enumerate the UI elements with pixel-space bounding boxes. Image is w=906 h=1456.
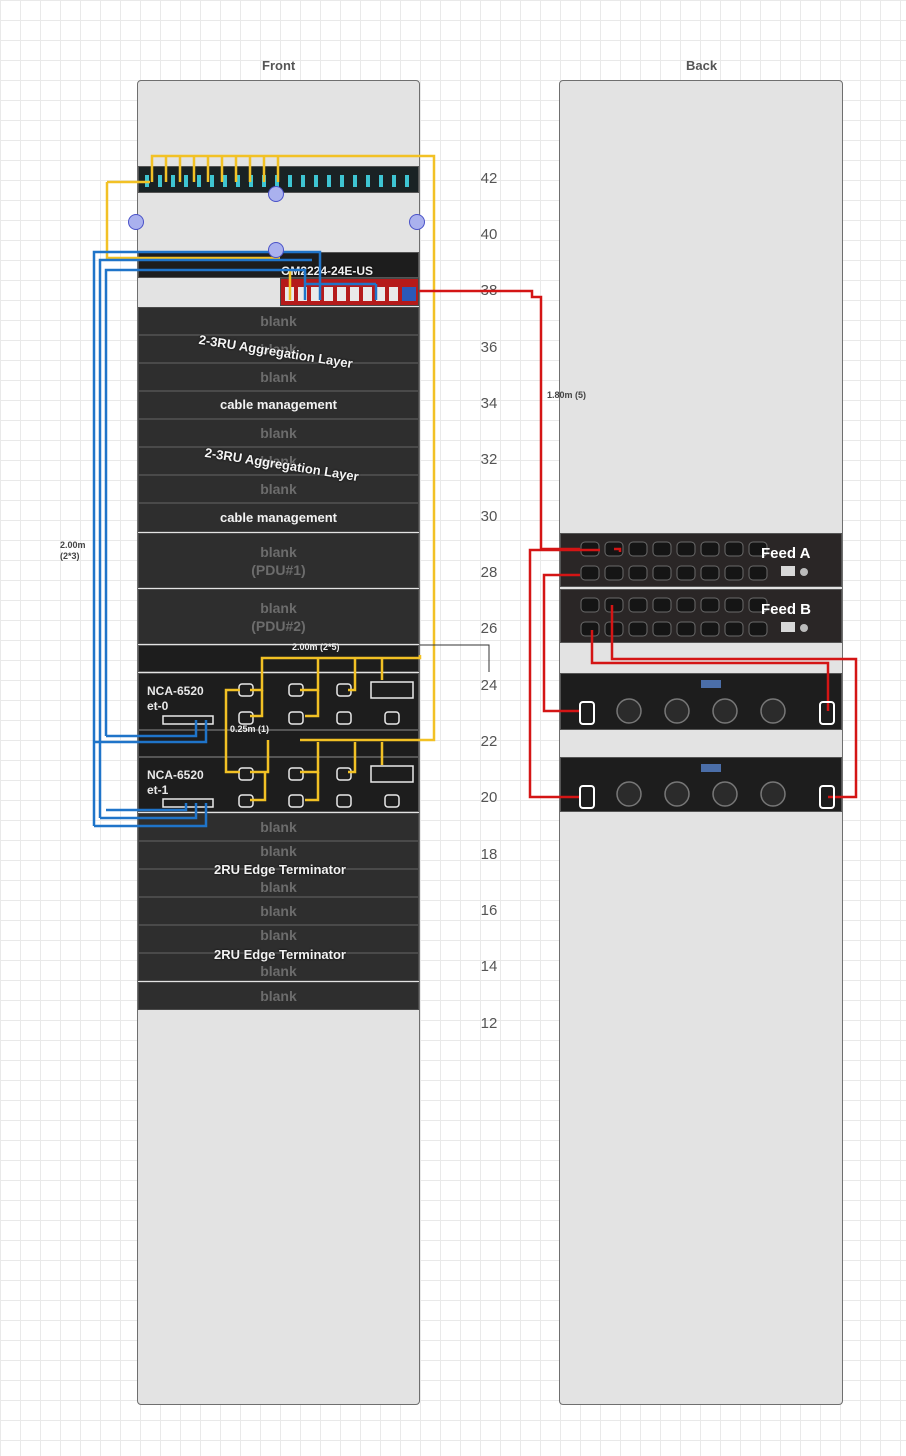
blank-panel[interactable]: blank bbox=[138, 335, 419, 363]
blank-panel[interactable]: blank bbox=[138, 953, 419, 981]
ru-label: 42 bbox=[480, 170, 498, 187]
switch-port-block[interactable] bbox=[280, 278, 419, 306]
ru-label: 32 bbox=[480, 451, 498, 468]
pdu-feed-a[interactable] bbox=[560, 533, 842, 587]
edge-terminator-label: 2RU Edge Terminator bbox=[214, 947, 346, 962]
ru-label: 22 bbox=[480, 733, 498, 750]
ru-label: 36 bbox=[480, 339, 498, 356]
feed-b-label: Feed B bbox=[761, 601, 812, 618]
back-rack-title: Back bbox=[686, 58, 718, 73]
resize-handle-top[interactable] bbox=[268, 186, 284, 202]
cable-management-panel[interactable]: cable management bbox=[138, 391, 419, 419]
ru-label: 40 bbox=[480, 226, 498, 243]
ru-label: 30 bbox=[480, 508, 498, 525]
dimension-lines bbox=[420, 644, 490, 672]
red-power-cables[interactable] bbox=[419, 289, 858, 799]
ru-label: 20 bbox=[480, 789, 498, 806]
back-rack[interactable] bbox=[559, 80, 843, 1405]
nca-6520-et-1[interactable] bbox=[138, 757, 419, 812]
ru-label: 26 bbox=[480, 620, 498, 637]
feed-a-label: Feed A bbox=[761, 545, 811, 562]
cable-management-panel[interactable]: cable management bbox=[138, 503, 419, 532]
short-cable-length: 0.25m (1) bbox=[230, 724, 270, 734]
blue-cable-count: (2*3) bbox=[60, 551, 80, 561]
resize-handle-bottom[interactable] bbox=[268, 242, 284, 258]
blank-panel[interactable]: blank bbox=[138, 363, 419, 391]
blue-cable-length: 2.00m bbox=[60, 540, 86, 550]
nca-1-rear-psu[interactable] bbox=[560, 757, 842, 812]
nca-1-ports-graphic bbox=[162, 765, 414, 808]
nca-1-fans-graphic bbox=[616, 764, 786, 807]
pdu-feed-b[interactable] bbox=[560, 589, 842, 643]
blue-cables[interactable] bbox=[92, 250, 378, 828]
nca-6520-et-0[interactable] bbox=[138, 673, 419, 730]
blank-panel[interactable]: blank bbox=[138, 982, 419, 1010]
pdu1-blank-panel[interactable]: blank (PDU#1) bbox=[138, 533, 419, 588]
power-cable-length: 1.80m (5) bbox=[547, 390, 587, 400]
nca-0-ports-graphic bbox=[162, 681, 414, 725]
nca-0-fans-graphic bbox=[616, 680, 786, 724]
nca-0-model: NCA-6520 bbox=[147, 684, 204, 698]
nca-1-name: et-1 bbox=[147, 783, 169, 797]
resize-handle-left[interactable] bbox=[128, 214, 144, 230]
nca-0-name: et-0 bbox=[147, 699, 169, 713]
ru-label: 16 bbox=[480, 902, 498, 919]
nca-1-chassis-top[interactable] bbox=[138, 730, 419, 757]
blank-panel[interactable]: blank bbox=[138, 869, 419, 897]
pdu2-blank-text: blank bbox=[260, 599, 297, 616]
ru-label: 28 bbox=[480, 564, 498, 581]
nca-1-model: NCA-6520 bbox=[147, 768, 204, 782]
blank-panel[interactable]: blank bbox=[138, 925, 419, 953]
psu-plug-outlines bbox=[579, 701, 835, 809]
yellow-cables[interactable] bbox=[105, 154, 436, 802]
pdu-b-outlets-graphic bbox=[580, 597, 808, 637]
pdu1-blank-text: blank bbox=[260, 543, 297, 560]
ru-label: 12 bbox=[480, 1015, 498, 1032]
blank-panel[interactable]: blank bbox=[138, 841, 419, 869]
blank-panel[interactable]: blank bbox=[138, 447, 419, 475]
edge-terminator-label: 2RU Edge Terminator bbox=[214, 862, 346, 877]
resize-handle-right[interactable] bbox=[409, 214, 425, 230]
pdu1-tag: (PDU#1) bbox=[251, 561, 306, 578]
blank-panel[interactable]: blank bbox=[138, 419, 419, 447]
ru-label: 34 bbox=[480, 395, 498, 412]
ru-label: 24 bbox=[480, 677, 498, 694]
yellow-cable-length: 2.00m (2*5) bbox=[292, 642, 340, 652]
nca-0-rear-psu[interactable] bbox=[560, 673, 842, 730]
front-rack-title: Front bbox=[262, 58, 296, 73]
pdu2-blank-panel[interactable]: blank (PDU#2) bbox=[138, 589, 419, 644]
pdu2-tag: (PDU#2) bbox=[251, 617, 306, 634]
blank-panel[interactable]: blank bbox=[138, 475, 419, 503]
ru-label: 18 bbox=[480, 846, 498, 863]
blank-panel[interactable]: blank bbox=[138, 897, 419, 925]
blank-panel[interactable]: blank bbox=[138, 307, 419, 335]
ru-label: 14 bbox=[480, 958, 498, 975]
pdu-a-outlets-graphic bbox=[580, 541, 808, 581]
